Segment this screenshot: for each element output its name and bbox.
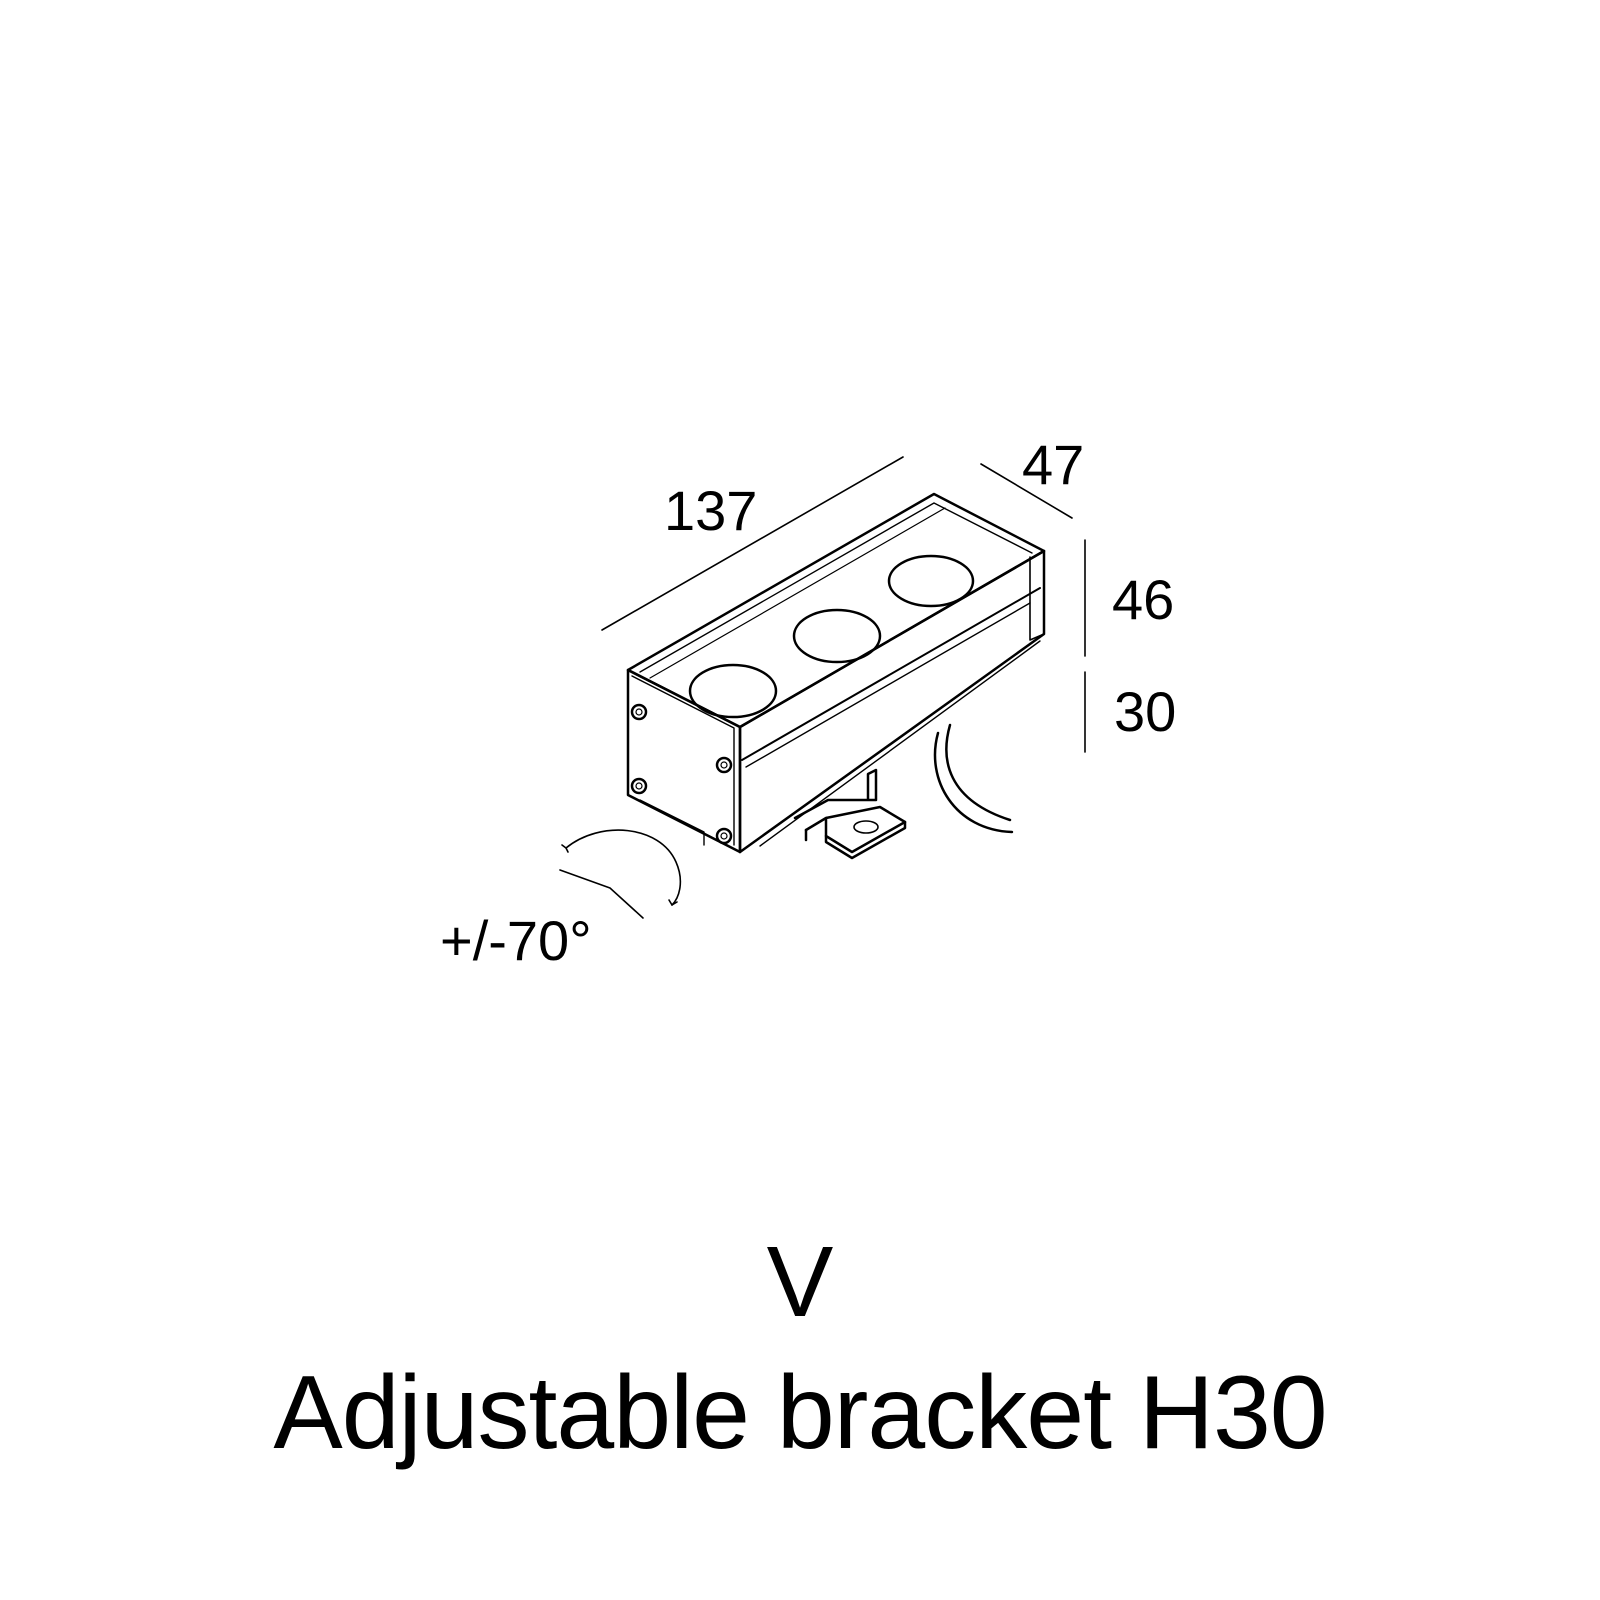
variant-code: V [766, 1226, 834, 1338]
tilt-angle-label: +/-70° [440, 909, 592, 972]
height-dimension-label: 46 [1112, 568, 1174, 631]
led-lens [887, 554, 975, 608]
led-lens [792, 608, 882, 664]
length-dimension-line [601, 456, 904, 631]
power-cable [933, 723, 1014, 834]
adjustable-bracket [793, 768, 907, 860]
led-optics [688, 554, 975, 719]
product-name: Adjustable bracket H30 [273, 1355, 1327, 1471]
led-lens [688, 663, 778, 719]
luminaire-body [626, 492, 1046, 854]
rotation-indicator [559, 829, 682, 919]
length-dimension-label: 137 [664, 479, 757, 542]
bracket-height-dimension-label: 30 [1114, 680, 1176, 743]
depth-dimension-line [980, 463, 1073, 519]
depth-dimension-label: 47 [1022, 433, 1084, 496]
